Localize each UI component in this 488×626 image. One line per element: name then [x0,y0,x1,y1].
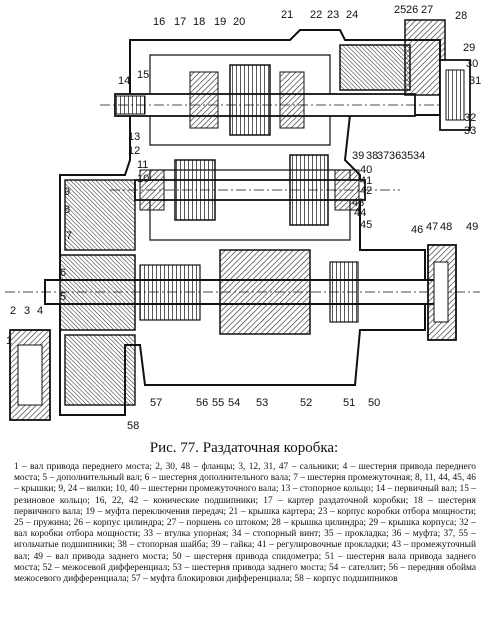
callout-51: 51 [343,397,356,409]
callout-11: 11 [137,159,149,171]
callout-45: 45 [360,219,373,231]
callout-17: 17 [174,16,187,28]
callout-7: 7 [66,230,73,242]
callout-25: 25 [394,4,407,16]
callout-56: 56 [196,397,209,409]
callout-16: 16 [153,16,166,28]
callout-28: 28 [455,10,468,22]
callout-58: 58 [127,420,140,432]
callout-15: 15 [137,69,150,81]
callout-6: 6 [60,267,67,279]
front-flange [9,329,51,421]
primary-shaft-gear [189,64,305,136]
callout-2: 2 [10,305,17,317]
callout-10: 10 [137,173,150,185]
pto-assembly [339,19,471,131]
callout-9: 9 [64,186,71,198]
callout-48: 48 [440,221,453,233]
callout-30: 30 [466,58,479,70]
callout-4: 4 [37,305,44,317]
callout-40: 40 [360,164,373,176]
callout-57: 57 [150,397,163,409]
callout-41: 41 [360,175,373,187]
figure-caption-title: Рис. 77. Раздаточная коробка: [149,440,339,456]
legend-text: 1 – вал привода переднего моста; 2, 30, … [14,462,476,585]
callout-29: 29 [463,42,476,54]
callout-33: 33 [464,125,477,137]
callout-12: 12 [128,145,141,157]
callout-8: 8 [64,204,71,216]
callout-34: 34 [413,150,426,162]
callout-46: 46 [411,224,424,236]
callout-26: 26 [406,4,419,16]
callout-31: 31 [469,75,482,87]
callout-37: 37 [377,150,390,162]
callout-20: 20 [233,16,246,28]
callout-44: 44 [354,207,367,219]
callout-55: 55 [212,397,225,409]
callout-23: 23 [327,9,340,21]
callout-18: 18 [193,16,206,28]
callout-52: 52 [300,397,313,409]
callout-14: 14 [118,75,131,87]
callout-35: 35 [401,150,414,162]
callout-27: 27 [421,4,434,16]
callout-19: 19 [214,16,227,28]
figure-legend: 1 – вал привода переднего моста; 2, 30, … [14,462,476,585]
rear-flange [427,244,457,341]
gearbox-section-drawing [5,19,480,421]
callout-43: 43 [352,197,365,209]
callout-49: 49 [466,221,479,233]
callout-3: 3 [24,305,31,317]
callout-5: 5 [60,291,67,303]
callout-36: 36 [389,150,402,162]
callout-39: 39 [352,150,365,162]
front-gear-housing [64,179,136,406]
output-shaft [5,249,480,335]
callout-21: 21 [281,9,294,21]
gearbox-drawing-svg [5,19,480,421]
callout-47: 47 [426,221,439,233]
callout-24: 24 [346,9,359,21]
callout-53: 53 [256,397,269,409]
callout-13: 13 [128,131,141,143]
callout-38: 38 [366,150,379,162]
callout-50: 50 [368,397,381,409]
intermediate-shaft [110,154,400,226]
callout-32: 32 [464,112,477,124]
callout-1: 1 [6,335,13,347]
callout-42: 42 [360,185,373,197]
callout-22: 22 [310,9,323,21]
callout-54: 54 [228,397,241,409]
